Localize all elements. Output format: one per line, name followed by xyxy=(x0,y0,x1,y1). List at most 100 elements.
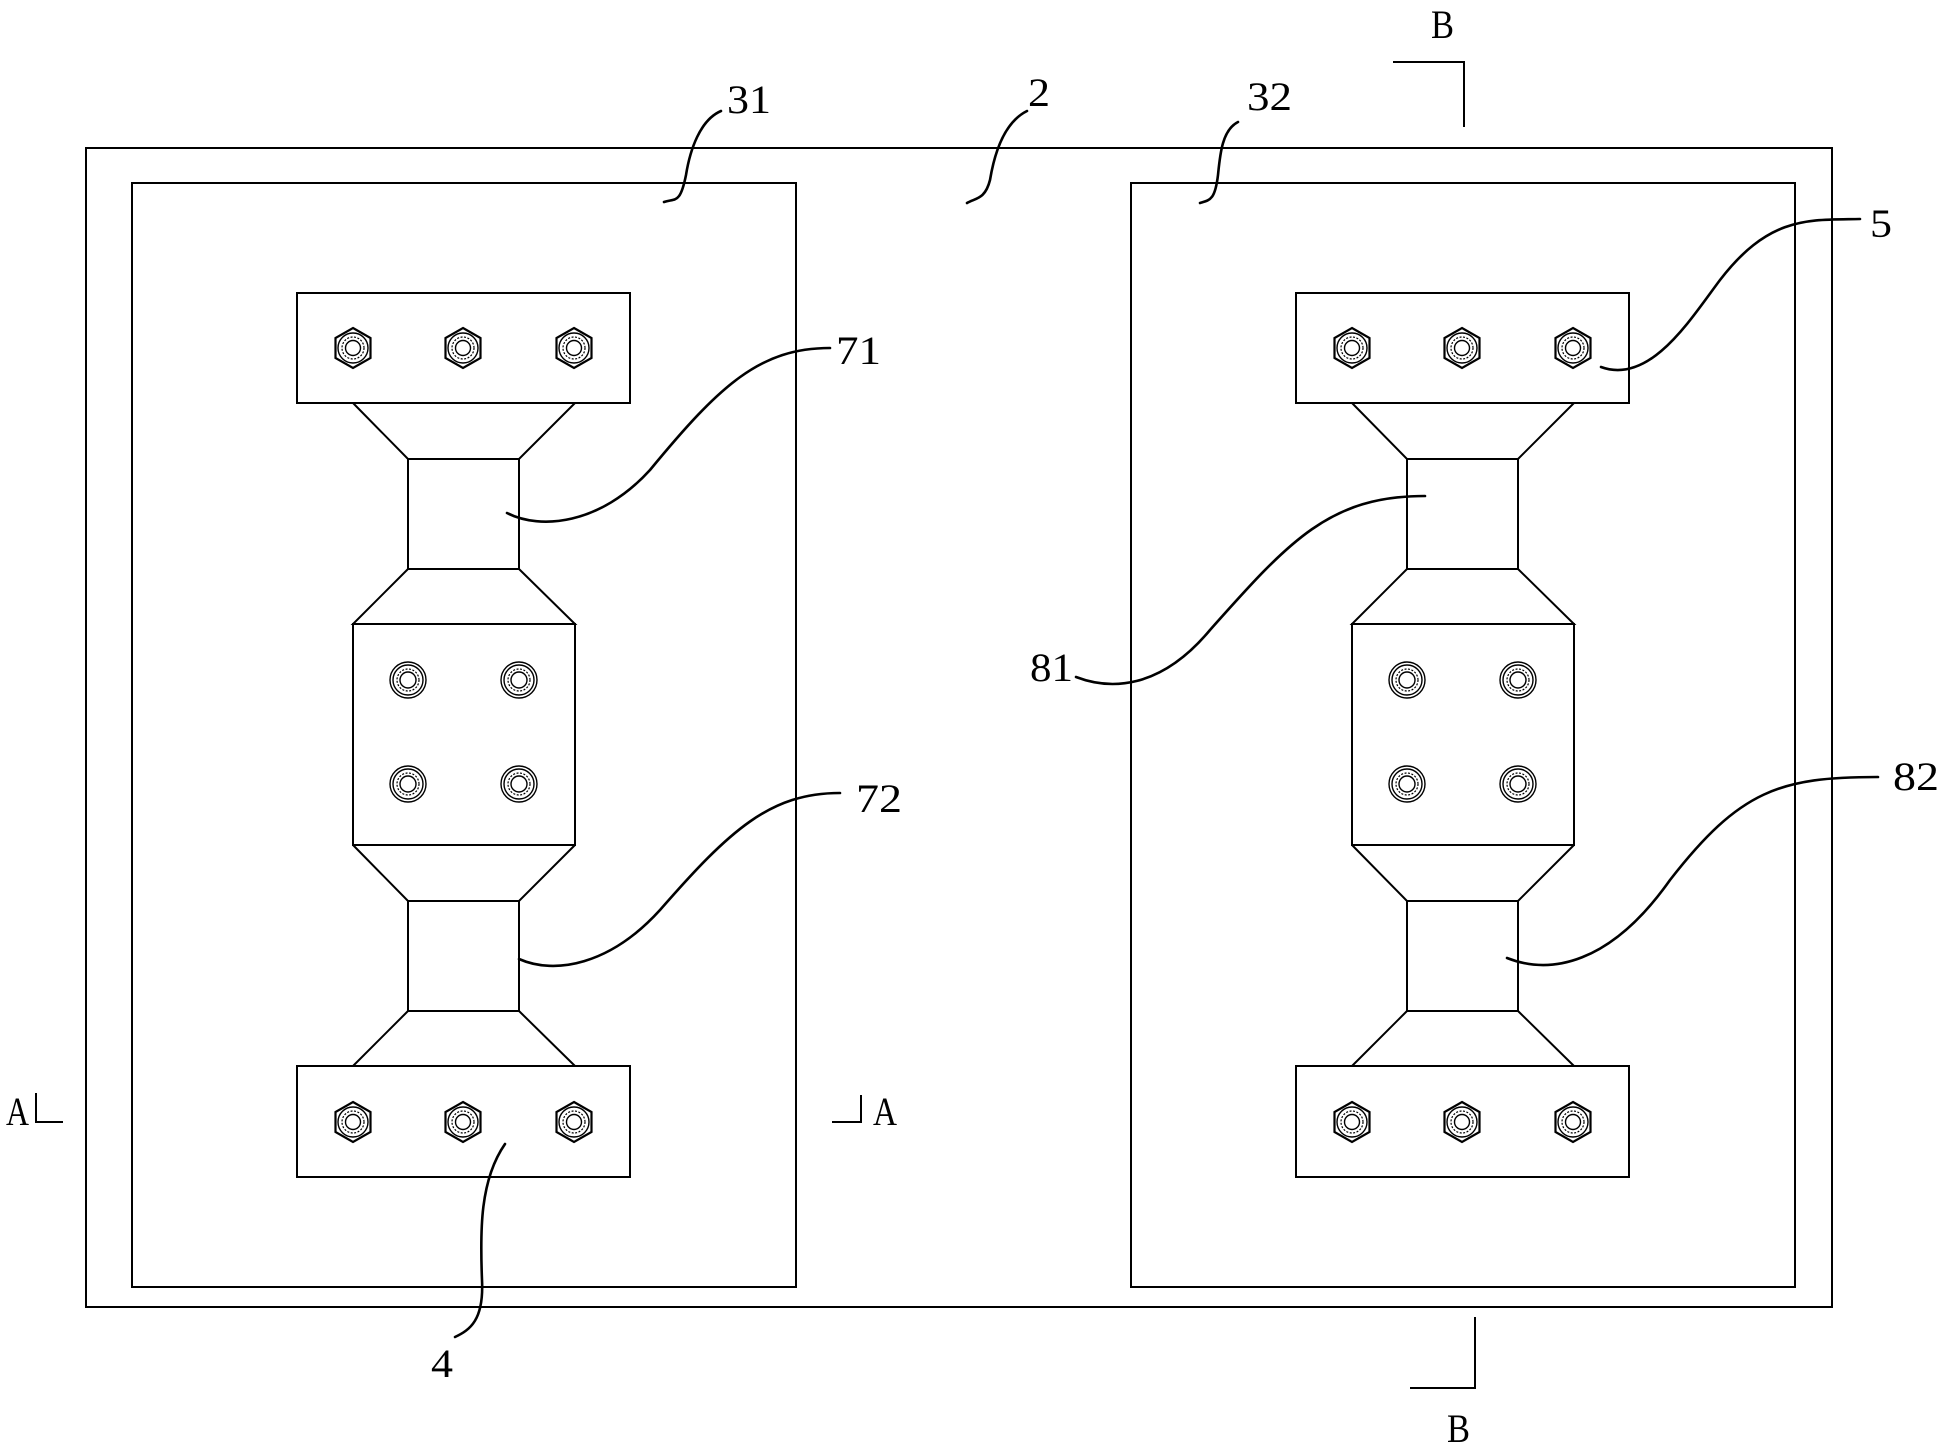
right-center-bolt-4 xyxy=(1499,765,1537,803)
thread-ring xyxy=(1340,1110,1364,1134)
label-71: 71 xyxy=(836,328,881,373)
bolt-thread xyxy=(396,668,420,692)
bolt-head-ring xyxy=(503,664,535,696)
base-plate-outline xyxy=(85,147,1833,1308)
bolt-head-ring xyxy=(392,768,424,800)
thread-ring xyxy=(1450,336,1474,360)
hex-nut-icon xyxy=(444,326,482,370)
bolt-head-outer xyxy=(1388,661,1426,699)
leader-32 xyxy=(1198,120,1240,205)
hex-nut-icon xyxy=(1333,1100,1371,1144)
leader-5 xyxy=(1599,217,1862,372)
right-center-bolt-1 xyxy=(1388,661,1426,699)
hex-nut-icon xyxy=(444,1100,482,1144)
left-center-bolt-1 xyxy=(389,661,427,699)
bolt-shank xyxy=(1564,1113,1582,1131)
left-upper-taper-bottom xyxy=(350,568,578,625)
thread-ring xyxy=(562,1110,586,1134)
washer-ring xyxy=(558,332,590,364)
right-lower-taper-right xyxy=(1517,1010,1575,1067)
leader-31 xyxy=(662,109,723,204)
washer-ring xyxy=(1336,332,1368,364)
thread-ring xyxy=(1340,336,1364,360)
section-b-top-bracket xyxy=(1393,61,1465,127)
right-bottom-plate-nut-1 xyxy=(1333,1100,1371,1144)
thread-ring xyxy=(341,336,365,360)
left-lower-taper-top xyxy=(352,844,576,902)
label-4: 4 xyxy=(431,1341,453,1386)
washer-ring xyxy=(1336,1106,1368,1138)
thread-ring xyxy=(562,336,586,360)
bolt-head-ring xyxy=(1502,664,1534,696)
left-panel-outline xyxy=(131,182,797,1288)
right-upper-taper-top xyxy=(1351,402,1575,460)
bolt-thread xyxy=(1395,668,1419,692)
left-bottom-plate-nut-2 xyxy=(444,1100,482,1144)
washer-ring xyxy=(558,1106,590,1138)
washer-ring xyxy=(1446,332,1478,364)
left-bottom-plate-nut-1 xyxy=(334,1100,372,1144)
left-top-plate-nut-3 xyxy=(555,326,593,370)
washer-ring xyxy=(337,332,369,364)
right-top-plate-nut-3 xyxy=(1554,326,1592,370)
section-b-bottom-bracket xyxy=(1410,1317,1476,1389)
leader-82 xyxy=(1505,775,1880,967)
section-label-b-top: B xyxy=(1431,2,1454,47)
bolt-shank xyxy=(454,1113,472,1131)
left-center-block xyxy=(352,623,576,846)
bolt-head-outer xyxy=(500,765,538,803)
bolt-core xyxy=(1509,775,1527,793)
thread-ring xyxy=(341,1110,365,1134)
bolt-head-outer xyxy=(1388,765,1426,803)
bolt-head-ring xyxy=(1502,768,1534,800)
washer-ring xyxy=(1446,1106,1478,1138)
section-label-a-left: A xyxy=(6,1089,29,1134)
bolt-thread xyxy=(1395,772,1419,796)
left-bottom-plate-nut-3 xyxy=(555,1100,593,1144)
section-a-left-bracket xyxy=(35,1093,63,1123)
right-lower-taper-top xyxy=(1351,844,1575,902)
label-82: 82 xyxy=(1893,754,1939,799)
label-81: 81 xyxy=(1030,645,1073,690)
washer-ring xyxy=(337,1106,369,1138)
thread-ring xyxy=(451,336,475,360)
section-label-b-bottom: B xyxy=(1447,1406,1470,1447)
hex-nut-icon xyxy=(555,1100,593,1144)
washer-ring xyxy=(1557,332,1589,364)
left-upper-taper-top xyxy=(352,402,576,460)
left-center-bolt-4 xyxy=(500,765,538,803)
label-2: 2 xyxy=(1028,70,1050,115)
hex-nut-icon xyxy=(1554,1100,1592,1144)
bolt-shank xyxy=(565,1113,583,1131)
bolt-core xyxy=(1398,671,1416,689)
section-a-right-bracket xyxy=(832,1095,862,1123)
bolt-head-outer xyxy=(389,661,427,699)
bolt-core xyxy=(1398,775,1416,793)
bolt-thread xyxy=(507,772,531,796)
hex-nut-icon xyxy=(334,1100,372,1144)
thread-ring xyxy=(1561,336,1585,360)
hex-nut-icon xyxy=(1443,1100,1481,1144)
bolt-shank xyxy=(565,339,583,357)
label-5: 5 xyxy=(1870,201,1892,246)
section-label-a-right: A xyxy=(873,1089,897,1134)
bolt-core xyxy=(399,775,417,793)
bolt-core xyxy=(510,671,528,689)
bolt-head-ring xyxy=(392,664,424,696)
label-31: 31 xyxy=(727,77,771,122)
bolt-thread xyxy=(507,668,531,692)
right-bottom-plate-nut-2 xyxy=(1443,1100,1481,1144)
right-lower-taper-left xyxy=(1351,1010,1408,1067)
right-center-bolt-3 xyxy=(1388,765,1426,803)
bolt-thread xyxy=(396,772,420,796)
left-top-plate-nut-1 xyxy=(334,326,372,370)
right-upper-taper-bottom xyxy=(1349,568,1577,625)
bolt-head-ring xyxy=(1391,768,1423,800)
right-bottom-plate-nut-3 xyxy=(1554,1100,1592,1144)
bolt-shank xyxy=(344,339,362,357)
leader-72 xyxy=(517,791,842,968)
left-top-plate-nut-2 xyxy=(444,326,482,370)
left-lower-taper-left xyxy=(352,1010,409,1067)
bolt-head-outer xyxy=(389,765,427,803)
hex-nut-icon xyxy=(555,326,593,370)
